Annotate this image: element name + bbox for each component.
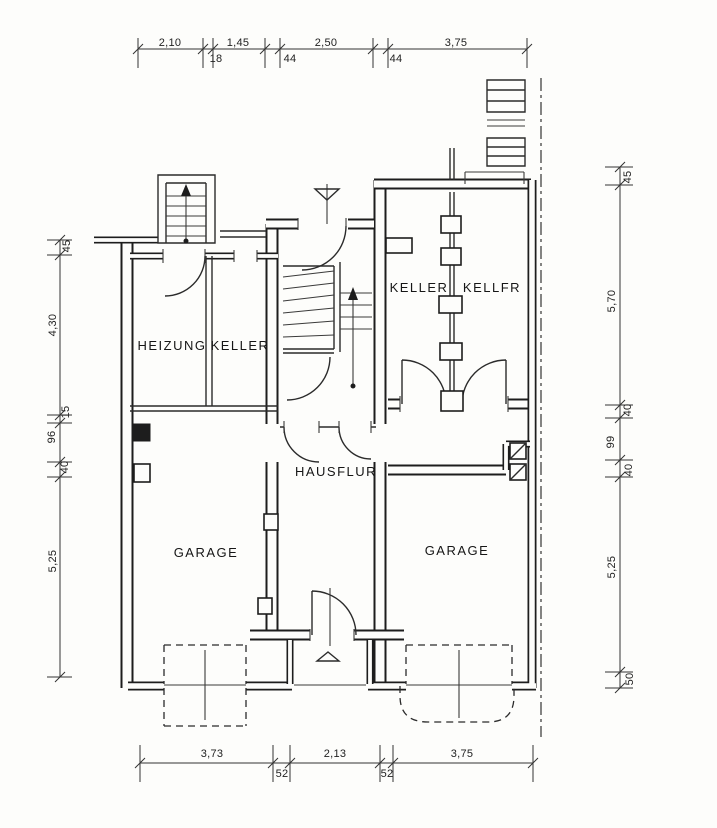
dimension-labels-top: 2,10 18 1,45 44 2,50 44 3,75: [159, 37, 468, 65]
stair-direction-arrow: [348, 287, 358, 300]
drain-symbols: [509, 442, 527, 481]
room-label-kellfr: KELLFR: [463, 280, 521, 295]
dim-left-4: 96: [46, 431, 58, 444]
chimney-posts: [438, 215, 464, 412]
dim-bottom-1: 3,73: [201, 748, 224, 760]
dim-left-5: 40: [59, 461, 71, 474]
partitions-and-details: [130, 148, 525, 686]
dim-right-5: 40: [623, 464, 635, 477]
dimension-labels-right: 45 5,70 40 99 40 5,25 50: [605, 171, 636, 686]
dim-left-1: 45: [61, 240, 73, 253]
dim-bottom-2: 52: [276, 768, 289, 780]
dimension-labels-left: 45 4,30 15 96 40 5,25: [46, 240, 73, 573]
dim-right-2: 5,70: [606, 290, 618, 313]
entrance-marker-top: [313, 188, 341, 201]
stair-central: [282, 262, 372, 389]
dim-left-2: 4,30: [47, 314, 59, 337]
dim-right-4: 99: [605, 436, 617, 449]
dim-right-1: 45: [622, 171, 634, 184]
walls-outer: [94, 178, 537, 691]
dim-bottom-5: 3,75: [451, 748, 474, 760]
dim-bottom-4: 52: [381, 768, 394, 780]
dimension-chain-right: [605, 161, 633, 694]
stair-top-right: [486, 79, 526, 167]
dimension-chain-top: [132, 38, 533, 68]
dim-top-7: 3,75: [445, 37, 468, 49]
dimension-chain-left: [47, 234, 72, 683]
dim-top-1: 2,10: [159, 37, 182, 49]
dimension-labels-bottom: 3,73 52 2,13 52 3,75: [201, 748, 474, 780]
dimension-chain-bottom: [134, 745, 539, 782]
wall-pier-outline: [133, 463, 151, 483]
dim-top-3: 1,45: [227, 37, 250, 49]
entrance-marker-bottom: [315, 651, 341, 662]
room-label-garage-left: GARAGE: [174, 545, 239, 560]
room-label-keller-right: KELLER: [390, 280, 449, 295]
room-labels: HEIZUNG KELLER KELLER KELLFR HAUSFLUR GA…: [138, 280, 521, 560]
dim-top-2: 18: [210, 53, 223, 65]
room-label-hausflur: HAUSFLUR: [295, 464, 377, 479]
stair-top-left: [157, 174, 216, 244]
niches-and-posts: [133, 215, 527, 615]
garage-door-left: [163, 644, 247, 727]
stair-direction-arrow: [181, 184, 191, 196]
dim-right-3: 40: [622, 404, 634, 417]
dim-right-7: 50: [624, 673, 636, 686]
dim-top-5: 2,50: [315, 37, 338, 49]
room-label-keller-left: KELLER: [211, 338, 270, 353]
dim-top-4: 44: [284, 53, 297, 65]
dim-bottom-3: 2,13: [324, 748, 347, 760]
dim-right-6: 5,25: [606, 556, 618, 579]
garage-door-right: [399, 644, 515, 723]
dim-left-6: 5,25: [47, 550, 59, 573]
room-label-heizung: HEIZUNG: [138, 338, 207, 353]
dim-left-3: 15: [60, 406, 72, 419]
dim-top-6: 44: [390, 53, 403, 65]
room-label-garage-right: GARAGE: [425, 543, 490, 558]
wall-pier-filled: [133, 423, 151, 442]
